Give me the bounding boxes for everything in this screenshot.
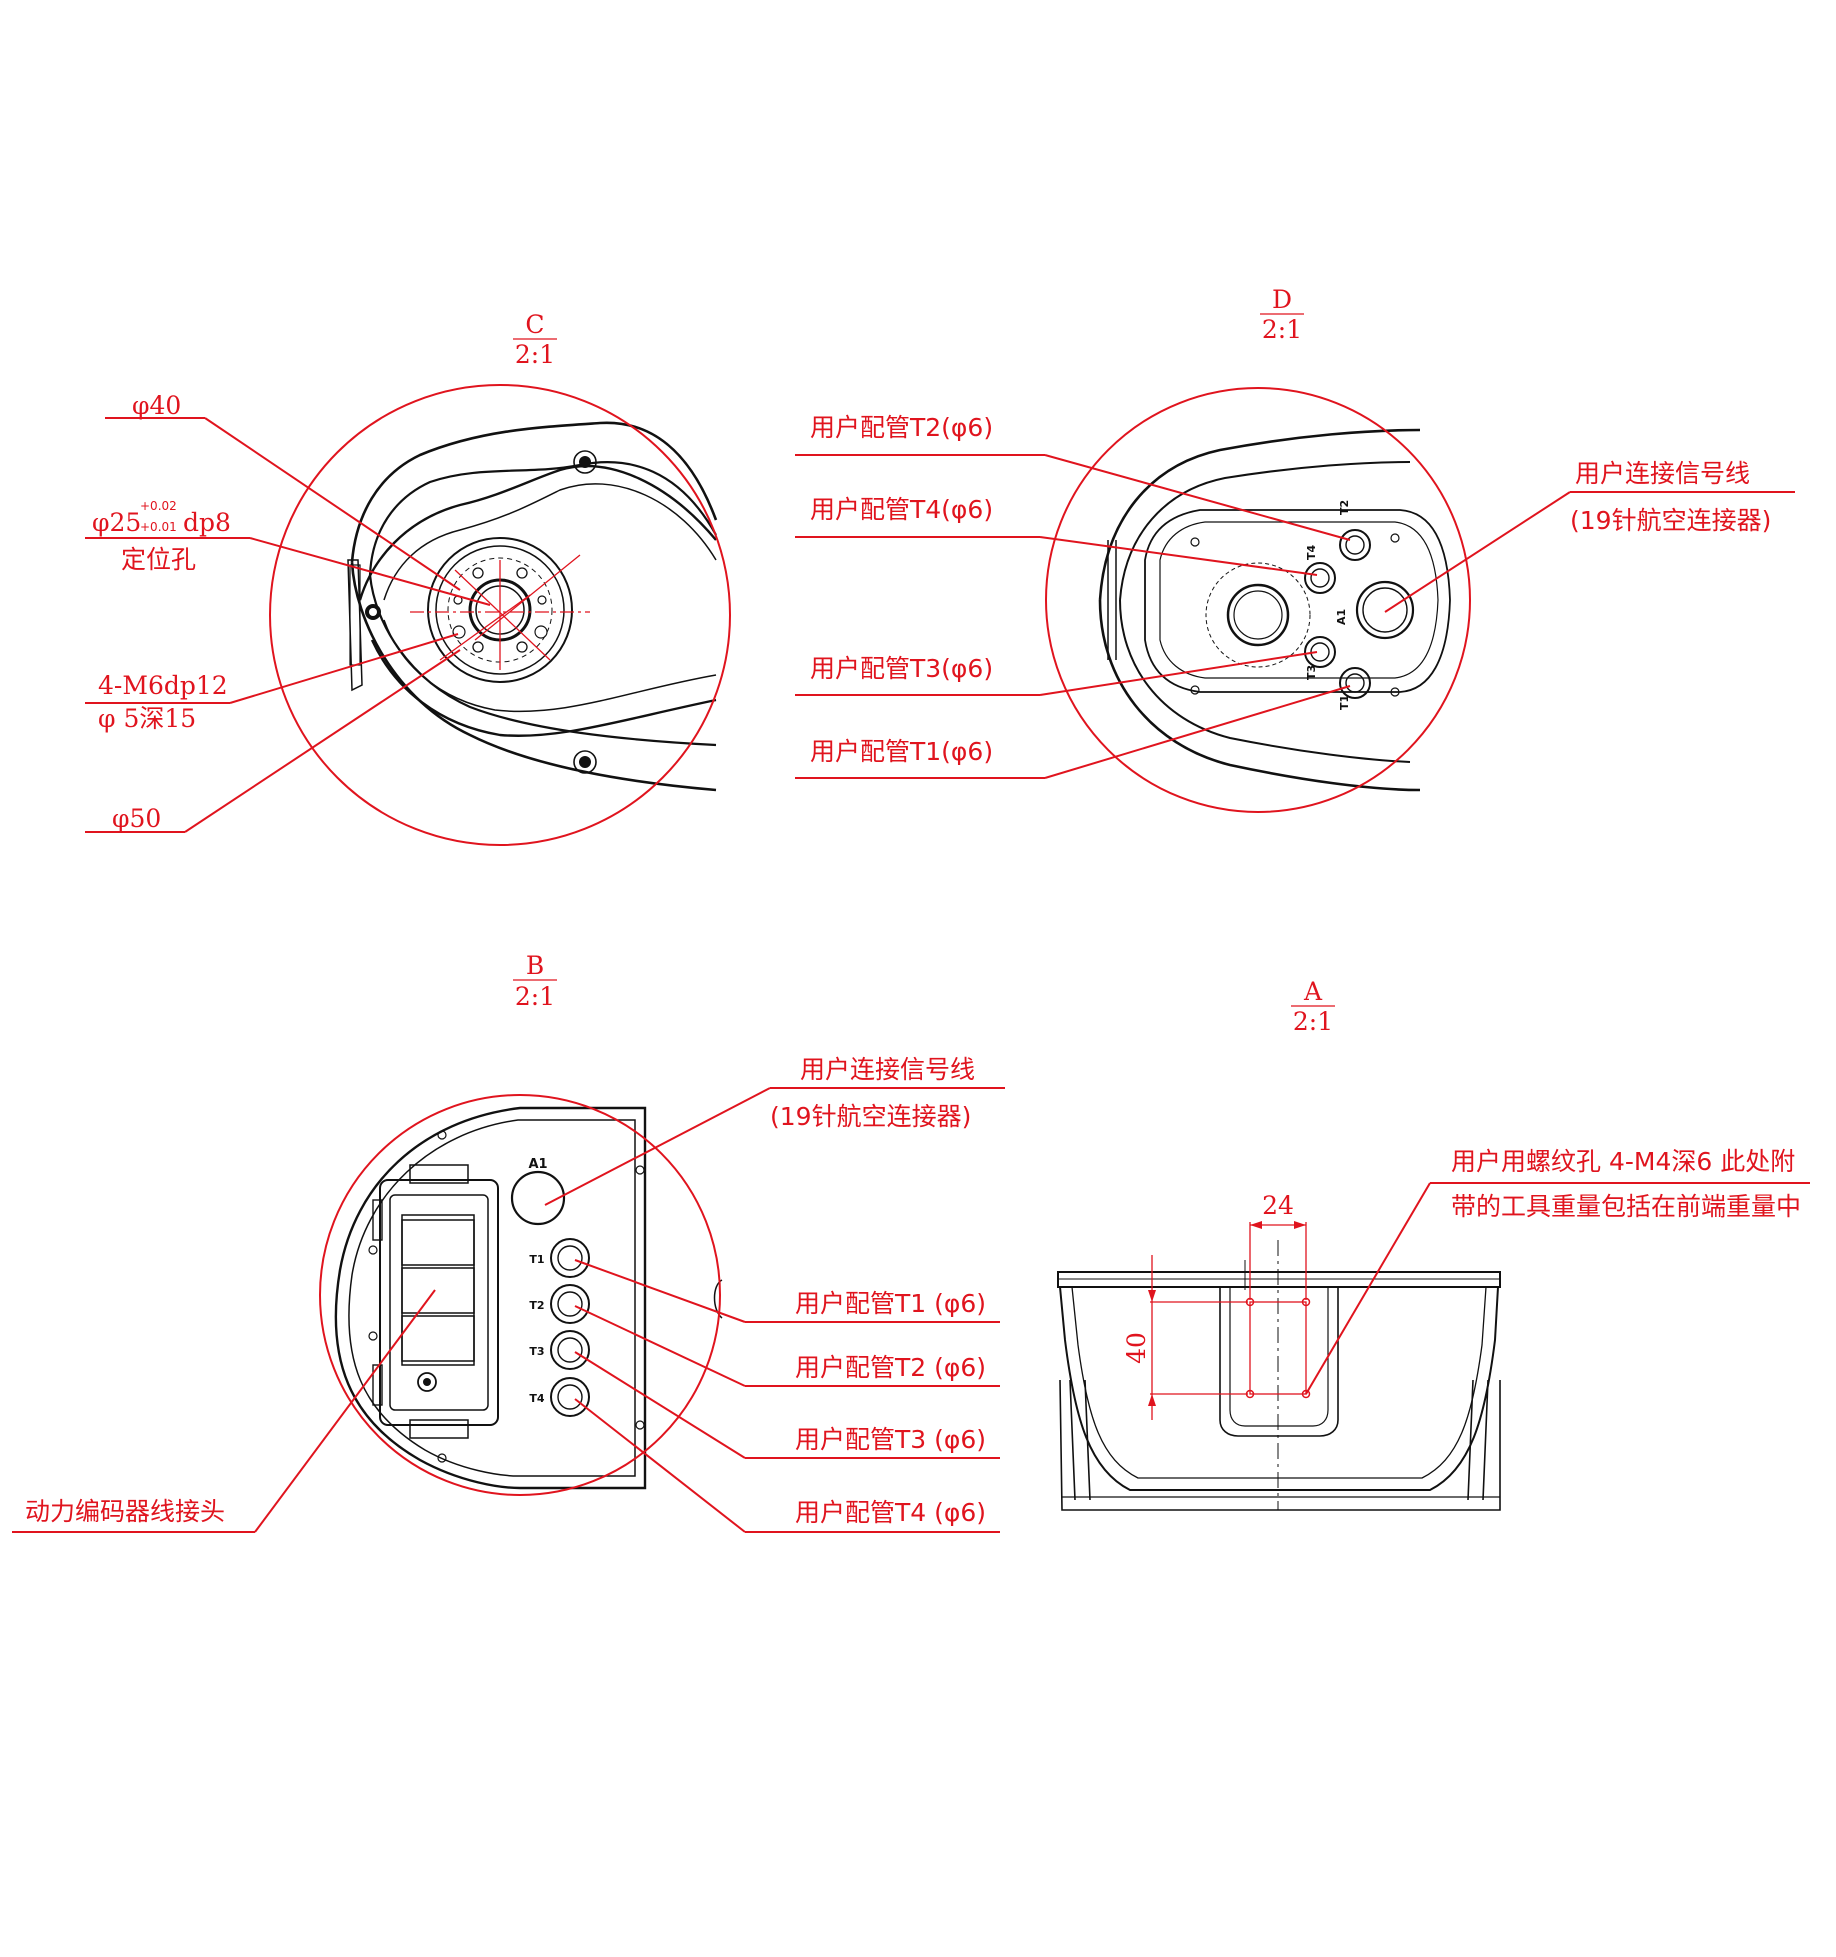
label-d-signal: 用户连接信号线 [1575, 459, 1750, 488]
view-d: D 2:1 T2 T4 [795, 285, 1795, 813]
view-b-part-outline [334, 1106, 723, 1490]
label-locating-hole: 定位孔 [121, 545, 196, 574]
view-c-flange [410, 537, 590, 683]
label-d-t2: 用户配管T2(φ6) [810, 413, 993, 442]
view-b-scale: 2:1 [515, 982, 555, 1011]
port-mark-a1: A1 [1335, 609, 1348, 625]
label-b-power: 动力编码器线接头 [25, 1497, 225, 1526]
view-c-detail-circle [269, 384, 731, 846]
label-thread: 4-M6dp12 [98, 671, 228, 700]
label-b-signal: 用户连接信号线 [800, 1055, 975, 1084]
view-c-letter: C [525, 310, 544, 339]
view-c-scale: 2:1 [515, 340, 555, 369]
view-a-scale: 2:1 [1293, 1007, 1333, 1036]
label-d50: φ50 [112, 804, 161, 833]
port-mark-t1: T1 [1338, 695, 1351, 710]
label-tol-upper: +0.02 [140, 499, 177, 513]
label-depth: dp8 [183, 508, 231, 537]
dim-height: 40 [1122, 1332, 1151, 1364]
label-d-signal-sub: (19针航空连接器) [1570, 506, 1771, 535]
port-mark-b-t4: T4 [529, 1392, 545, 1405]
view-d-scale: 2:1 [1262, 315, 1302, 344]
view-b-leaders [12, 1087, 1005, 1533]
label-b-t4: 用户配管T4 (φ6) [795, 1498, 986, 1527]
label-tol-lower: +0.01 [140, 520, 177, 534]
port-mark-t2: T2 [1338, 500, 1351, 515]
view-d-detail-circle [1045, 387, 1471, 813]
port-mark-t3: T3 [1305, 665, 1318, 680]
view-b: B 2:1 [12, 951, 1005, 1533]
label-a-note-line2: 带的工具重量包括在前端重量中 [1451, 1192, 1801, 1221]
label-d25: φ25 [92, 508, 141, 537]
view-d-leaders [795, 454, 1795, 779]
dim-width: 24 [1262, 1191, 1294, 1220]
view-b-detail-circle [319, 1094, 721, 1496]
view-d-letter: D [1272, 285, 1292, 314]
label-d-t1: 用户配管T1(φ6) [810, 737, 993, 766]
view-c-part-outline [347, 421, 718, 792]
label-d40: φ40 [132, 391, 181, 420]
label-d-t4: 用户配管T4(φ6) [810, 495, 993, 524]
port-mark-b-t3: T3 [529, 1345, 544, 1358]
view-c: C 2:1 [85, 310, 731, 846]
view-b-letter: B [526, 951, 544, 980]
label-a-note-line1: 用户用螺纹孔 4-M4深6 此处附 [1451, 1147, 1795, 1176]
label-d-t3: 用户配管T3(φ6) [810, 654, 993, 683]
port-mark-t4: T4 [1305, 544, 1318, 560]
label-b-t1: 用户配管T1 (φ6) [795, 1289, 986, 1318]
view-a-part-outline [1057, 1240, 1501, 1511]
label-b-signal-sub: (19针航空连接器) [770, 1102, 971, 1131]
label-b-t2: 用户配管T2 (φ6) [795, 1353, 986, 1382]
label-thread-sub: φ 5深15 [98, 704, 196, 733]
port-mark-b-t2: T2 [529, 1299, 544, 1312]
view-d-part-outline [1098, 428, 1451, 792]
label-b-t3: 用户配管T3 (φ6) [795, 1425, 986, 1454]
port-mark-b-t1: T1 [529, 1253, 544, 1266]
view-c-leaders [85, 417, 491, 833]
view-a-letter: A [1303, 977, 1323, 1006]
view-a-dimensions [1148, 1221, 1307, 1420]
view-a-note-leader [1305, 1182, 1431, 1395]
port-mark-b-a1: A1 [528, 1157, 547, 1172]
view-a: A 2:1 [1057, 977, 1810, 1511]
